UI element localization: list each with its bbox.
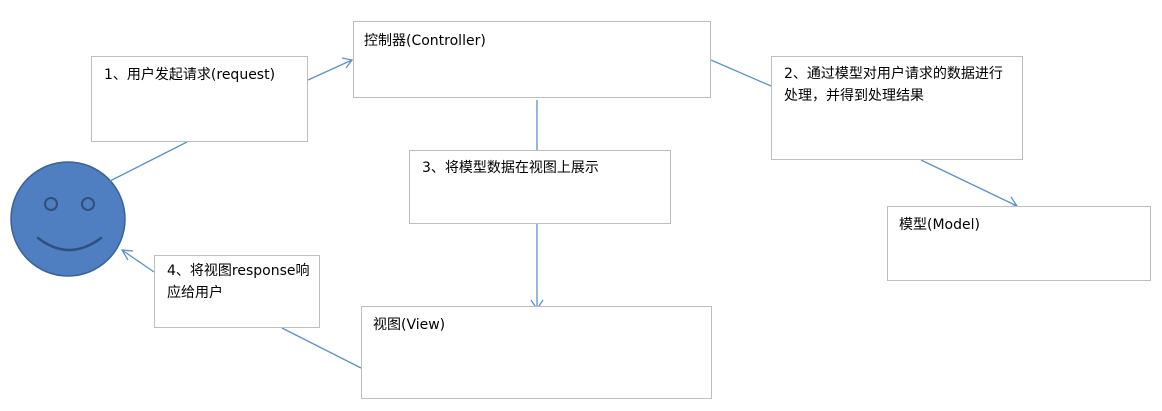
user-smiley-icon [10, 161, 126, 277]
connector-step4-to-user [121, 249, 155, 273]
view-label: 视图(View) [373, 317, 446, 333]
face-circle [10, 161, 126, 277]
model-label: 模型(Model) [899, 217, 980, 233]
left-eye [44, 197, 58, 211]
step2-label: 2、通过模型对用户请求的数据进行处理，并得到处理结果 [784, 66, 1003, 104]
step4-response-box: 4、将视图response响应给用户 [154, 255, 320, 328]
model-box: 模型(Model) [887, 206, 1151, 281]
connector-step1-to-controller [307, 59, 353, 81]
connector-step2-to-model [920, 159, 1018, 207]
connector-user-to-step1 [109, 141, 188, 182]
arrowhead-user [120, 249, 134, 261]
smile [36, 236, 103, 252]
step1-request-box: 1、用户发起请求(request) [91, 56, 308, 142]
view-box: 视图(View) [361, 306, 712, 399]
step3-label: 3、将模型数据在视图上展示 [422, 160, 599, 176]
controller-box: 控制器(Controller) [353, 21, 711, 98]
connector-controller-to-step2 [710, 59, 772, 87]
step2-process-box: 2、通过模型对用户请求的数据进行处理，并得到处理结果 [771, 56, 1023, 160]
step3-render-box: 3、将模型数据在视图上展示 [409, 150, 671, 224]
right-eye [81, 197, 95, 211]
step1-label: 1、用户发起请求(request) [104, 67, 276, 83]
arrowhead-controller [341, 57, 354, 69]
connector-view-to-step4 [281, 327, 362, 369]
controller-label: 控制器(Controller) [364, 33, 486, 49]
step4-label: 4、将视图response响应给用户 [167, 263, 310, 301]
